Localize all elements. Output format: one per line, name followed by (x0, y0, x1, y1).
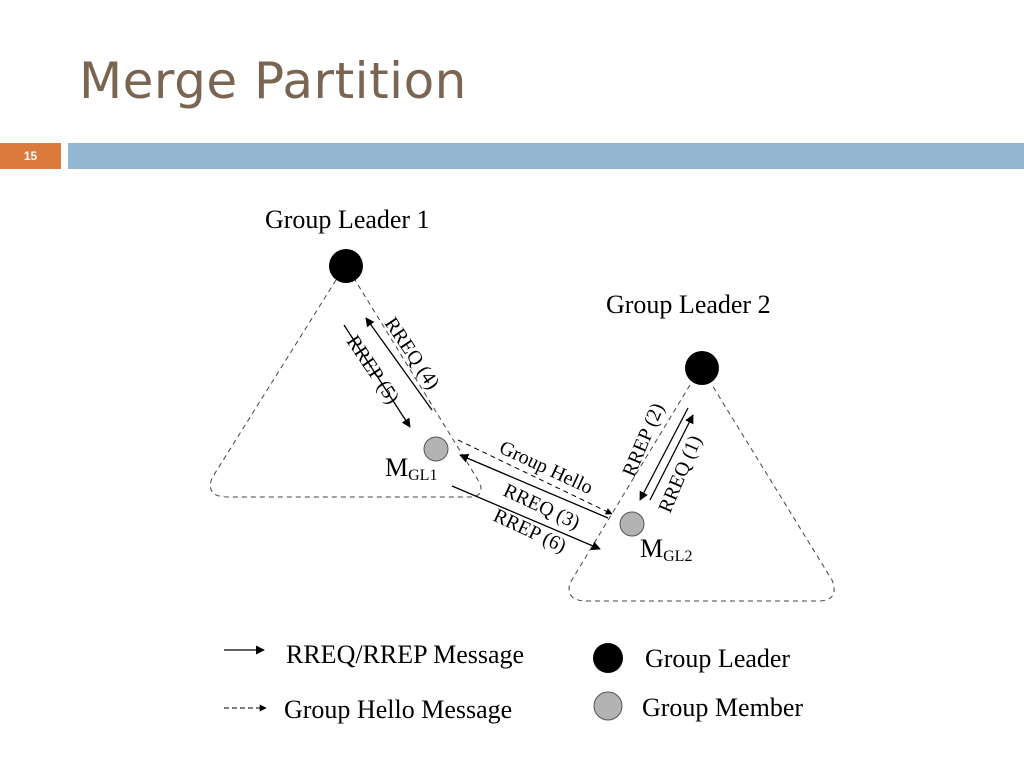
member-gl2-label-sub: GL2 (663, 548, 692, 565)
legend-member-node (593, 691, 623, 721)
group-leader-2-node (685, 351, 719, 385)
partition-1-outline (209, 279, 482, 498)
title-underline-bar (68, 143, 1024, 169)
rrep6-arrow (451, 485, 601, 550)
member-gl2-label-main: M (640, 534, 663, 563)
rrep5-arrow (343, 324, 411, 428)
group-hello-arrow (457, 439, 613, 515)
member-gl1-label: MGL1 (385, 453, 437, 484)
legend-dashed-arrow-label: Group Hello Message (284, 695, 512, 724)
rreq1-message-label: RREQ (1) (654, 432, 706, 516)
rreq4-arrow (365, 317, 433, 411)
member-gl1-label-main: M (385, 453, 408, 482)
rrep2-arrow (639, 407, 689, 501)
group-leader-2-label: Group Leader 2 (606, 290, 771, 319)
rreq1-arrow (649, 414, 694, 501)
partition-2-outline (568, 384, 835, 602)
slide-number-badge: 15 (0, 143, 61, 169)
rreq3-arrow (459, 454, 609, 519)
legend-solid-arrow-label: RREQ/RREP Message (286, 640, 524, 669)
slide-title: Merge Partition (79, 52, 467, 110)
member-gl2-label: MGL2 (640, 534, 692, 565)
rrep2-message-label: RREP (2) (618, 400, 669, 480)
group-leader-1-node (329, 249, 363, 283)
member-gl1-label-sub: GL1 (408, 467, 437, 484)
legend-member-label: Group Member (642, 693, 803, 722)
member-gl2-node (619, 511, 645, 537)
member-gl1-node (423, 436, 449, 462)
legend-leader-node (593, 643, 623, 673)
group-leader-1-label: Group Leader 1 (265, 205, 430, 234)
legend-leader-label: Group Leader (645, 644, 790, 673)
